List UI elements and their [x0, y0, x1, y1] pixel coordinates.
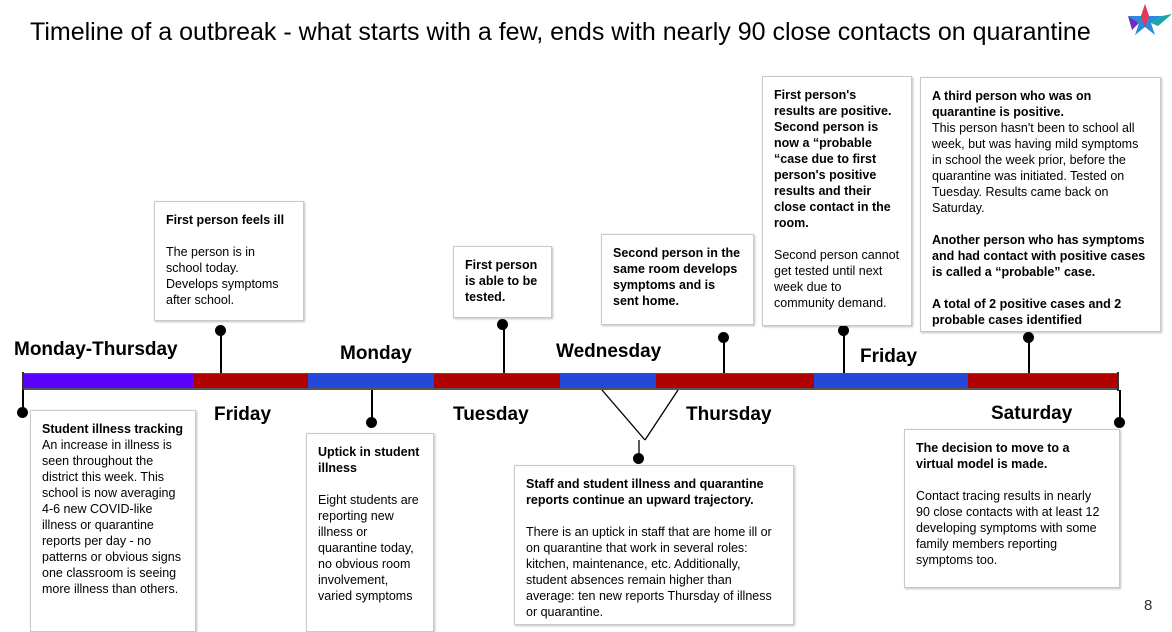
connector-dot: [1114, 417, 1125, 428]
event-heading: Second person in the same room develops …: [613, 246, 741, 308]
event-box-first-person-tested: First person is able to be tested.: [453, 246, 552, 318]
event-heading: First person's results are positive. Sec…: [774, 88, 892, 230]
connector-stem: [371, 390, 373, 420]
event-heading-2: Another person who has symptoms and had …: [932, 233, 1146, 279]
event-box-staff-student-illness: Staff and student illness and quarantine…: [514, 465, 794, 625]
timeline-segment-saturday: [968, 373, 1118, 389]
day-label-thursday: Thursday: [686, 404, 772, 425]
connector-stem: [503, 328, 505, 373]
event-body: An increase in illness is seen throughou…: [42, 438, 181, 596]
timeline-segment-thursday: [656, 373, 814, 389]
event-box-uptick-student-illness: Uptick in student illness Eight students…: [306, 433, 434, 632]
day-label-wednesday: Wednesday: [556, 341, 662, 362]
connector-dot: [17, 407, 28, 418]
event-heading: Uptick in student illness: [318, 445, 420, 475]
page-number: 8: [1144, 597, 1153, 614]
event-body: Second person cannot get tested until ne…: [774, 248, 900, 310]
timeline-start-tick: [22, 372, 24, 391]
logo-icon: [1128, 4, 1172, 35]
day-label-tuesday: Tuesday: [453, 404, 529, 425]
connector-dot: [633, 453, 644, 464]
event-heading: Staff and student illness and quarantine…: [526, 477, 764, 507]
timeline-segment-friday-2: [814, 373, 968, 389]
event-heading: A third person who was on quarantine is …: [932, 89, 1092, 119]
timeline-segment-monday: [308, 373, 434, 389]
connector-stem: [843, 333, 845, 373]
event-box-third-person-positive: A third person who was on quarantine is …: [920, 77, 1161, 332]
event-body: Eight students are reporting new illness…: [318, 493, 419, 603]
timeline-segment-tuesday: [434, 373, 560, 389]
connector-dot: [366, 417, 377, 428]
event-box-first-person-feels-ill: First person feels ill The person is in …: [154, 201, 304, 321]
event-box-student-illness-tracking: Student illness tracking An increase in …: [30, 410, 196, 632]
connector-stem: [1119, 390, 1121, 420]
event-body: The person is in school today. Develops …: [166, 245, 279, 307]
connector-dot: [215, 325, 226, 336]
event-body: There is an uptick in staff that are hom…: [526, 525, 772, 619]
connector-dot: [497, 319, 508, 330]
connector-dot: [718, 332, 729, 343]
page-title: Timeline of a outbreak - what starts wit…: [30, 18, 1091, 46]
timeline-border-bottom: [22, 388, 1119, 390]
event-heading-3: A total of 2 positive cases and 2 probab…: [932, 297, 1122, 327]
event-box-virtual-model: The decision to move to a virtual model …: [904, 429, 1120, 588]
event-heading: First person feels ill: [166, 213, 285, 227]
timeline-segment-mon-thu: [24, 373, 194, 389]
connector-stem: [1028, 340, 1030, 373]
event-box-first-results-positive: First person's results are positive. Sec…: [762, 76, 912, 326]
event-heading: The decision to move to a virtual model …: [916, 441, 1070, 471]
timeline-border-top: [22, 373, 1119, 374]
event-box-second-person-symptoms: Second person in the same room develops …: [601, 234, 754, 325]
timeline-segment-friday: [194, 373, 308, 389]
event-body: This person hasn't been to school all we…: [932, 121, 1139, 215]
connector-stem: [220, 332, 222, 373]
connector-dot: [1023, 332, 1034, 343]
connector-dot: [838, 325, 849, 336]
day-label-saturday: Saturday: [991, 403, 1073, 424]
day-label-mon-thu: Monday-Thursday: [14, 339, 178, 360]
event-heading: Student illness tracking: [42, 422, 184, 436]
connector-stem: [22, 390, 24, 410]
timeline-segment-wednesday: [560, 373, 656, 389]
connector-stem: [723, 340, 725, 373]
day-label-friday-2: Friday: [860, 346, 918, 367]
day-label-monday: Monday: [340, 343, 412, 364]
timeline-end-tick: [1117, 372, 1119, 391]
event-body: Contact tracing results in nearly 90 clo…: [916, 489, 1100, 567]
day-label-friday: Friday: [214, 404, 272, 425]
event-heading: First person is able to be tested.: [465, 258, 538, 304]
